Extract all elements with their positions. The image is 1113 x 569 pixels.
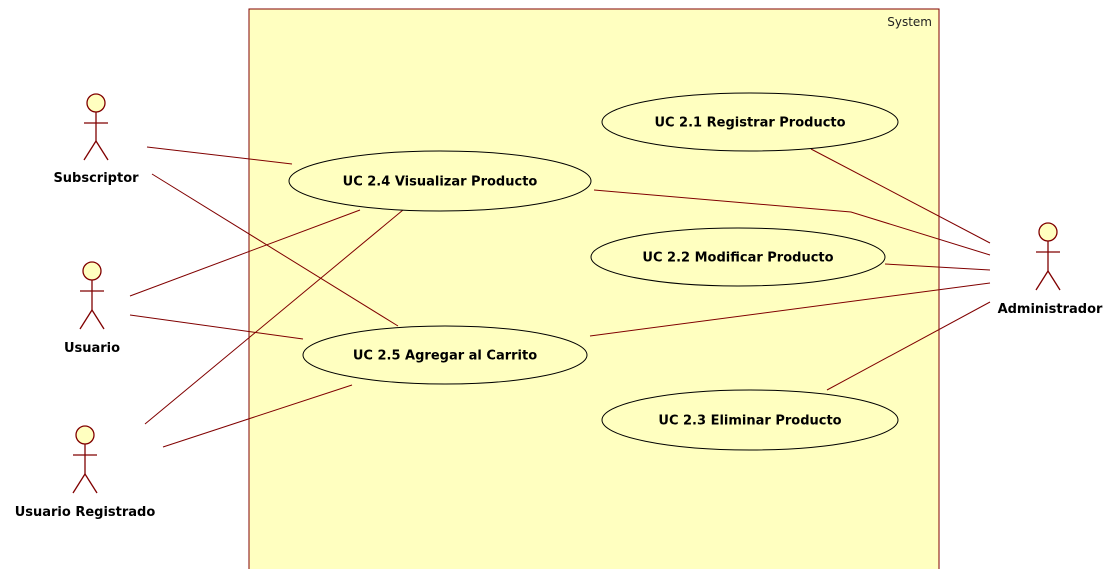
use-case-label: UC 2.3 Eliminar Producto [658,414,841,429]
stick-figure-icon [1035,222,1061,291]
system-boundary: System [248,8,940,569]
association-usuario-registrado-uc24 [144,209,404,425]
actor-label: Usuario Registrado [15,505,156,520]
association-administrador-uc25 [589,282,991,337]
actor-label: Subscriptor [53,171,139,186]
use-case-uc21[interactable]: UC 2.1 Registrar Producto [601,92,899,152]
actor-usuario-registrado[interactable]: Usuario Registrado [15,425,156,520]
use-case-label: UC 2.4 Visualizar Producto [343,175,538,190]
stick-figure-icon [83,93,109,161]
use-cases: UC 2.1 Registrar Producto UC 2.2 Modific… [288,92,899,451]
association-administrador-uc23 [826,301,991,391]
stick-figure-icon [72,425,98,494]
associations [129,146,991,448]
actor-subscriptor[interactable]: Subscriptor [53,93,139,186]
association-administrador-uc22 [884,263,991,271]
association-subscriptor-uc24 [146,146,293,165]
use-case-label: UC 2.5 Agregar al Carrito [353,349,537,364]
association-usuario-uc24 [129,209,361,297]
actor-label: Usuario [64,341,120,356]
actor-administrador[interactable]: Administrador [998,222,1103,317]
association-usuario-uc25 [129,314,304,340]
actor-usuario[interactable]: Usuario [64,261,120,356]
stick-figure-icon [79,261,105,330]
use-case-uc24[interactable]: UC 2.4 Visualizar Producto [288,150,592,212]
use-case-label: UC 2.1 Registrar Producto [654,116,845,131]
use-case-label: UC 2.2 Modificar Producto [642,251,833,266]
actors: Subscriptor Usuario Usuario Registrado [15,93,1103,520]
association-administrador-uc24 [593,189,991,256]
association-usuario-registrado-uc25 [162,384,353,448]
actor-label: Administrador [998,302,1103,317]
use-case-uc23[interactable]: UC 2.3 Eliminar Producto [601,389,899,451]
association-subscriptor-uc25 [151,173,399,327]
association-administrador-uc21 [810,148,991,244]
use-case-uc22[interactable]: UC 2.2 Modificar Producto [590,227,886,287]
use-case-uc25[interactable]: UC 2.5 Agregar al Carrito [302,325,588,385]
system-label: System [887,15,932,29]
